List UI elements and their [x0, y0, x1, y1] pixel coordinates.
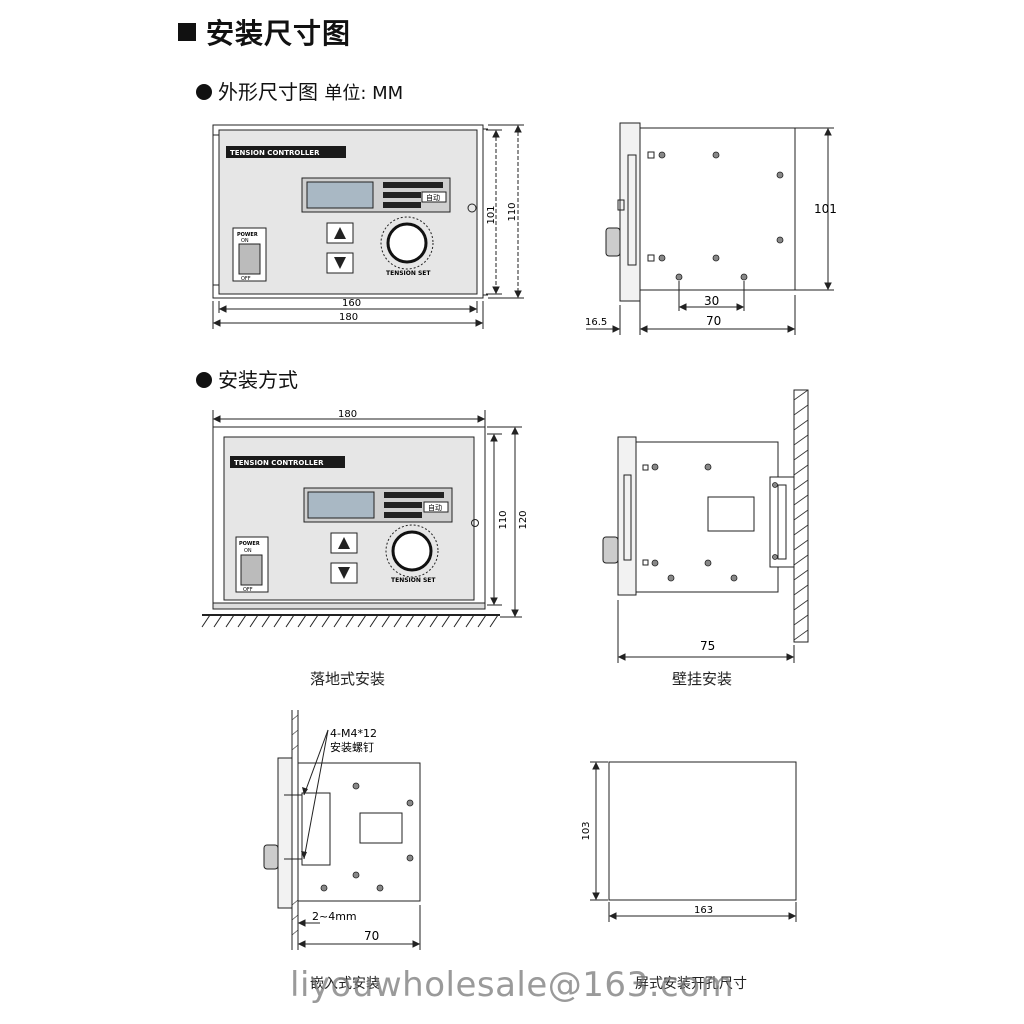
cutout-diagram: 103 163 — [581, 761, 797, 922]
label-screw-name: 安装螺钉 — [330, 740, 374, 754]
section-installation-methods: 安装方式 — [196, 364, 298, 393]
watermark: liyouwholesale@163.com — [290, 965, 735, 1005]
arrow-down-icon — [334, 257, 346, 269]
square-bullet-icon — [178, 23, 196, 41]
label-screw-spec: 4-M4*12 — [330, 727, 377, 740]
dim-163: 163 — [694, 905, 713, 916]
dim-101: 101 — [486, 205, 497, 224]
caption-embed: 嵌入式安装 — [310, 976, 380, 992]
caption-cutout: 屏式安装开孔尺寸 — [635, 976, 747, 992]
dim-floor-110: 110 — [498, 510, 509, 529]
arrow-up-icon — [334, 227, 346, 239]
dim-embed-70: 70 — [364, 929, 379, 943]
cutout-rectangle — [608, 761, 797, 901]
dim-floor-120: 120 — [518, 510, 529, 529]
power-label: POWER — [237, 232, 258, 238]
power-switch-2[interactable] — [240, 554, 263, 586]
bullet-icon — [196, 84, 212, 100]
panel-label: TENSION CONTROLLER — [230, 149, 320, 157]
dim-side-101: 101 — [814, 202, 837, 216]
power-off-label-2: OFF — [243, 587, 253, 593]
dim-floor-180: 180 — [338, 409, 357, 420]
knob-dial-ring — [380, 216, 434, 270]
panel-label-2: TENSION CONTROLLER — [234, 459, 324, 467]
front-view-diagram: TENSION CONTROLLER 自动 TENSION SET POWER … — [212, 124, 524, 329]
screw-icon — [467, 203, 477, 213]
knob-side-embed — [263, 844, 279, 870]
tension-knob[interactable] — [386, 222, 428, 264]
power-switch[interactable] — [238, 243, 261, 275]
caption-wall: 壁挂安装 — [672, 670, 733, 688]
panel-label-bar — [226, 146, 346, 158]
embedded-mount-diagram: 4-M4*12 安装螺钉 2~4mm 70 — [263, 710, 421, 950]
bullet-icon — [196, 372, 212, 388]
mode-text: 自动 — [426, 193, 440, 202]
power-on-label: ON — [241, 238, 249, 244]
dim-thickness: 2~4mm — [312, 910, 357, 923]
arrow-up-icon — [338, 537, 350, 549]
dim-wall-75: 75 — [700, 639, 715, 653]
page-title: 安装尺寸图 — [178, 12, 351, 52]
knob-side — [605, 227, 621, 257]
dim-103: 103 — [581, 821, 592, 840]
dim-110: 110 — [507, 202, 518, 221]
caption-floor: 落地式安装 — [310, 670, 386, 688]
knob-label: TENSION SET — [386, 270, 431, 277]
power-on-label-2: ON — [244, 548, 252, 554]
tension-knob-2[interactable] — [391, 530, 433, 572]
power-label-2: POWER — [239, 541, 260, 547]
power-off-label: OFF — [241, 276, 251, 282]
display-screen-2 — [307, 491, 375, 519]
dim-180: 180 — [339, 312, 358, 323]
dim-70: 70 — [706, 314, 721, 328]
mode-text-2: 自动 — [428, 503, 442, 512]
dim-16-5: 16.5 — [585, 317, 607, 328]
side-view-diagram: 101 30 70 16.5 — [585, 122, 837, 335]
knob-label-2: TENSION SET — [391, 577, 436, 584]
dim-30: 30 — [704, 294, 719, 308]
wall-mount-diagram: 75 — [602, 389, 809, 663]
knob-side-wall — [602, 536, 619, 564]
floor-mount-diagram: TENSION CONTROLLER 自动 TENSION SET POWER … — [201, 409, 529, 628]
arrow-down-icon — [338, 567, 350, 579]
section-outline-dimensions: 外形尺寸图 单位: MM — [196, 76, 403, 105]
display-screen — [306, 181, 374, 209]
dim-160: 160 — [342, 298, 361, 309]
